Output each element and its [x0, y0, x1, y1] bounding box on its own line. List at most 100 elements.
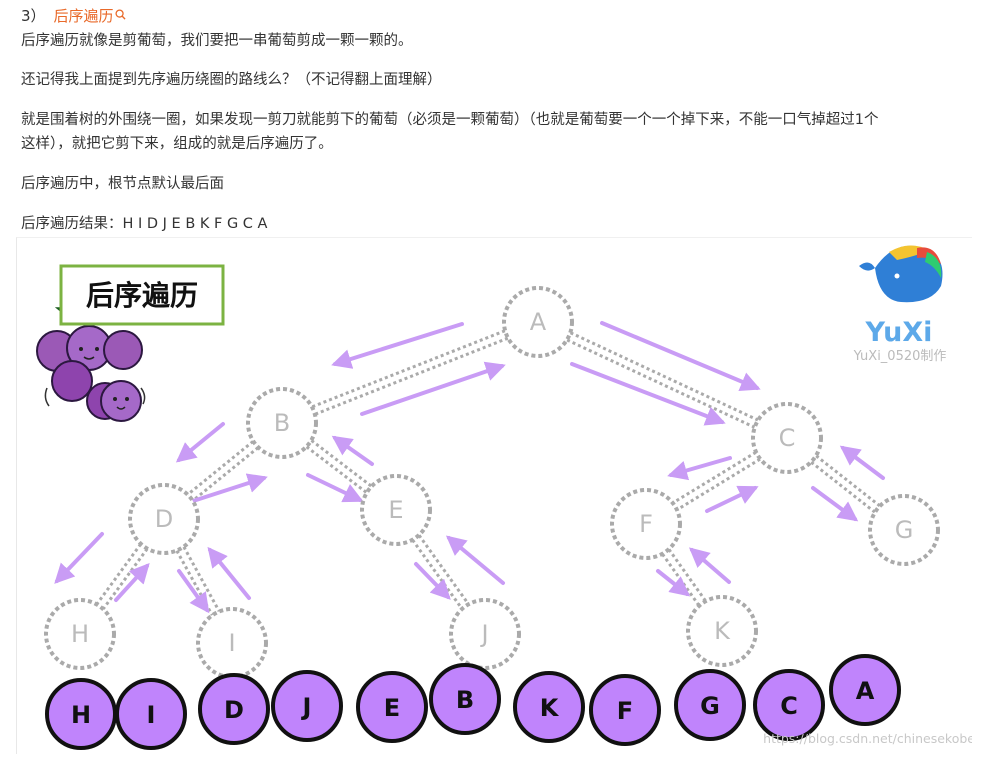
tree-node-label-h: H: [71, 620, 89, 648]
result-bead-label-a: A: [856, 677, 875, 705]
tree-edge-A-B: [311, 329, 506, 409]
traversal-arrow: [811, 486, 859, 522]
result-bead-label-b: B: [456, 686, 474, 714]
tree-node-label-g: G: [895, 516, 914, 544]
traversal-arrows: [54, 321, 885, 614]
paragraph-rule-line2: 这样），就把它剪下来，组成的就是后序遍历了。: [21, 136, 333, 152]
tree-node-label-a: A: [530, 308, 547, 336]
tree-node-d: [128, 483, 200, 555]
tree-node-label-e: E: [388, 496, 403, 524]
tree-node-f: [610, 488, 682, 560]
result-bead-f: [589, 674, 661, 746]
traversal-arrow: [306, 473, 364, 503]
result-bead-e: [356, 671, 428, 743]
tree-edge-C-F: [672, 451, 757, 505]
diagram-title-box: 后序遍历: [59, 264, 225, 326]
yuxi-logo: YuXi YuXi_0520制作: [853, 245, 947, 364]
tree-node-label-k: K: [714, 617, 731, 645]
tree-node-label-f: F: [639, 510, 653, 538]
result-bead-c: [753, 669, 825, 741]
traversal-arrow: [667, 456, 732, 481]
traversal-arrow: [656, 569, 691, 597]
tree-node-label-d: D: [155, 505, 173, 533]
postorder-diagram: 后序遍历 YuXi YuXi_0520制作 A B C D E F G H I J K H I D J E B…: [16, 237, 972, 754]
result-bead-label-j: J: [301, 693, 312, 721]
tree-node-label-i: I: [228, 629, 235, 657]
tree-edge-A-B: [314, 336, 509, 416]
tree-edge-B-E: [310, 439, 373, 488]
traversal-arrow: [414, 562, 451, 600]
result-bead-label-e: E: [384, 694, 400, 722]
tree-node-label-j: J: [479, 620, 488, 648]
tree-edge-D-H: [95, 543, 142, 606]
tree-edge-B-D: [191, 446, 260, 502]
result-bead-label-d: D: [224, 696, 244, 724]
traversal-arrow: [175, 422, 225, 463]
result-bead-label-g: G: [700, 692, 720, 720]
result-bead-d: [198, 673, 270, 745]
result-bead-b: [429, 663, 501, 735]
result-bead-g: [674, 669, 746, 741]
result-bead-label-k: K: [540, 694, 560, 722]
section-heading: 3） 后序遍历: [21, 5, 126, 27]
traversal-arrow: [445, 535, 505, 585]
paragraph-result: 后序遍历结果：H I D J E B K F G C A: [21, 216, 268, 232]
tree-node-c: [751, 402, 823, 474]
tree-node-i: [196, 607, 268, 679]
tree-node-b: [246, 387, 318, 459]
tree-node-label-c: C: [779, 424, 796, 452]
paragraph-rule-line1: 就是围着树的外围绕一圈，如果发现一剪刀就能剪下的葡萄（必须是一颗葡萄）（也就是葡…: [21, 112, 879, 128]
tree-edge-C-G: [815, 454, 881, 508]
result-bead-label-i: I: [147, 701, 156, 729]
tree-edge-E-J: [411, 539, 464, 610]
tree-edge-D-I: [182, 546, 221, 612]
paragraph-root-last: 后序遍历中，根节点默认最后面: [21, 176, 224, 192]
traversal-arrow: [188, 473, 268, 504]
section-number: 3）: [21, 7, 46, 25]
tree-edge-D-I: [175, 550, 214, 616]
tree-edge-F-K: [667, 548, 707, 602]
result-bead-j: [271, 670, 343, 742]
traversal-arrow: [331, 322, 464, 369]
result-bead-i: [115, 678, 187, 750]
traversal-arrow: [600, 321, 761, 392]
search-icon[interactable]: [115, 9, 126, 20]
tree-node-g: [868, 494, 940, 566]
traversal-arrow: [114, 563, 150, 602]
tree-node-k: [686, 595, 758, 667]
result-bead-label-c: C: [780, 692, 798, 720]
tree-edge-C-G: [810, 460, 876, 514]
tree-edge-B-D: [186, 440, 255, 496]
brand-sub: YuXi_0520制作: [853, 349, 947, 364]
heading-link[interactable]: 后序遍历: [53, 7, 114, 25]
traversal-arrow: [207, 546, 251, 600]
tree-edge-A-C: [569, 331, 759, 422]
csdn-watermark: https://blog.csdn.net/chinesekobe: [763, 731, 972, 746]
traversal-arrow: [331, 435, 374, 466]
result-bead-label-f: F: [617, 697, 633, 725]
tree-node-j: [449, 598, 521, 670]
traversal-arrow: [177, 569, 210, 614]
tree-edge-C-F: [676, 457, 761, 511]
brand-name: YuXi: [865, 317, 933, 348]
tree-node-e: [360, 474, 432, 546]
traversal-arrow: [360, 361, 506, 416]
traversal-arrow: [570, 362, 726, 426]
tree-nodes: A B C D E F G H I J K: [44, 286, 940, 679]
paragraph-recall: 还记得我上面提到先序遍历绕圈的路线么？（不记得翻上面理解）: [21, 72, 442, 88]
result-bead-k: [513, 671, 585, 743]
result-bead-a: [829, 654, 901, 726]
tree-node-label-b: B: [274, 409, 290, 437]
diagram-canvas: 后序遍历 YuXi YuXi_0520制作 A B C D E F G H I J K H I D J E B…: [36, 245, 972, 750]
tree-node-h: [44, 598, 116, 670]
traversal-arrow: [688, 547, 731, 584]
paragraph-intro: 后序遍历就像是剪葡萄，我们要把一串葡萄剪成一颗一颗的。: [21, 33, 413, 49]
tree-edge-E-J: [417, 534, 470, 605]
tree-edge-D-H: [102, 547, 149, 610]
traversal-arrow: [705, 485, 759, 513]
diagram-title: 后序遍历: [86, 279, 198, 312]
traversal-arrow: [54, 532, 104, 584]
result-bead-label-h: H: [71, 701, 91, 729]
tree-node-a: [502, 286, 574, 358]
